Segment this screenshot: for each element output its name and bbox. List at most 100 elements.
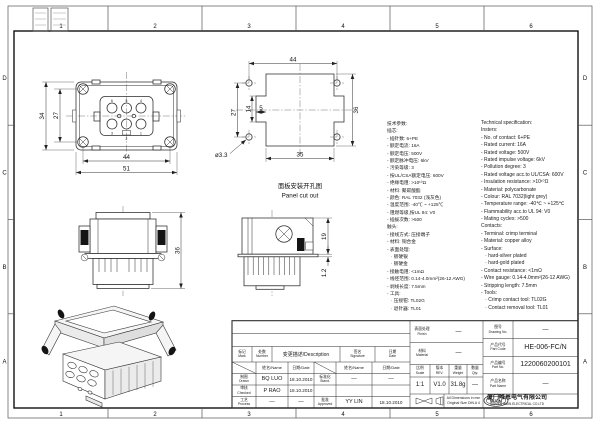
tb-stand-date: — [388, 376, 394, 383]
tb-part-name-label: 产品名称 Part Name [489, 379, 507, 388]
tb-sub-date2: 日期/Date [382, 364, 400, 370]
title-block: 标记 Mark 处数 Number 变更描述/Description 签名 Si… [232, 321, 578, 408]
svg-text:5: 5 [435, 412, 439, 418]
spec-line: - Surface: [481, 245, 503, 252]
spec-line: - Mating cycles: >500 [481, 216, 529, 223]
tb-header-number: 处数 Number [255, 349, 269, 359]
tb-sub-date: 日期/Date [292, 364, 310, 370]
spec-line: - Wire gauge: 0.14-4.0mm²(26-12 AWG) [481, 275, 570, 282]
tb-qty-label: 数量 Qty. [471, 366, 479, 375]
company-name-en: XIAMEN WAIN ELECTRICAL CO.LTD [489, 401, 545, 406]
svg-text:4: 4 [341, 412, 345, 418]
spec-line: - Terminal: crimp terminal [481, 230, 538, 237]
spec-line: - 材料: 铜合金 [387, 239, 416, 245]
tb-part-code-label: 产品代号 Part Code [490, 343, 506, 352]
tb-scale-value: 1:1 [415, 382, 425, 389]
svg-text:A: A [2, 360, 6, 366]
dim-face-h-outer: 34 [39, 112, 46, 119]
spec-line: - 线径范围: 0.14-4.0mm²(26-12 AWG) [387, 276, 465, 282]
tb-header-date: 日期 Date [388, 349, 397, 359]
spec-column-chinese: 技术参数:插芯:- 插针数: 6+PE- 额定电流: 16A- 额定电压: 50… [387, 120, 480, 312]
dim-front-height: 36 [174, 247, 181, 254]
front-view: 36 [78, 206, 185, 296]
dim-face-h-inner: 27 [53, 112, 60, 119]
mounting-screw-icon [77, 83, 176, 148]
tb-checked-name: P RAO [263, 387, 281, 394]
dim-cutout-w-bottom: 35 [297, 151, 304, 158]
tb-drawn-date: 18.10.2010 [289, 376, 313, 382]
spec-line: - 额定电压: 500V [387, 150, 423, 156]
isometric-view [41, 305, 177, 408]
tb-process-name: — [269, 399, 275, 406]
spec-line: - 表面处理: [387, 246, 410, 252]
spec-line: - Stripping length: 7.5mm [481, 282, 537, 289]
spec-line: - Rated voltage acc.to UL/CSA: 600V [481, 171, 564, 178]
spec-line: - Material: copper alloy [481, 238, 532, 245]
tb-part-no-label: 产品编号 Part No. [490, 360, 506, 369]
tb-material-value: — [455, 350, 462, 357]
tb-drawn-name: BQ LUO [261, 376, 283, 383]
dim-cutout-h-half: 14 [245, 105, 252, 112]
tb-process-date: — [298, 399, 304, 406]
tb-qty-value: — [472, 382, 478, 389]
svg-text:B: B [583, 265, 587, 271]
svg-text:D: D [2, 76, 7, 82]
tb-approved-date: 18.10.2010 [379, 399, 403, 405]
spec-line: - 剥线长度: 7.5mm [387, 283, 426, 289]
tb-finish-label: 表面处理 Finish [414, 327, 430, 336]
spec-line: - 按UL/CSA额定电压: 600V [387, 172, 444, 178]
tb-scale-label: 比例 Scale [415, 366, 425, 375]
spec-line: · 退针器: TL01 [387, 305, 422, 311]
dim-side-hood: 19 [321, 233, 328, 240]
spec-line: · 镀硬银 [387, 254, 408, 260]
spec-line: - 接触电阻: <1mΩ [387, 268, 424, 274]
svg-text:WAIN: WAIN [490, 398, 503, 403]
tb-rev-value: V1.0 [433, 382, 446, 389]
svg-text:2: 2 [153, 24, 157, 30]
svg-text:2: 2 [126, 137, 128, 141]
spec-column-english: Technical specification:Insters:- No. of… [481, 120, 579, 312]
spec-line: · Crimp contact tool: TL02G [481, 297, 547, 304]
spec-line: - Contact resistance: <1mΩ [481, 267, 542, 274]
svg-text:3: 3 [247, 412, 251, 418]
tb-sub-name: 姓名/Name [262, 364, 282, 370]
tb-part-no-value: 1220060200101 [520, 361, 571, 369]
svg-text:1: 1 [140, 132, 142, 136]
spec-line: · Contact removal tool: TL01 [481, 304, 549, 311]
spec-line: Technical specification: [481, 120, 533, 126]
face-view: 6 5 4 3 2 1 34 27 44 51 [39, 72, 187, 175]
dim-cutout-step: 5 [259, 105, 263, 112]
tb-weight-label: 重量 Weight [452, 366, 464, 375]
spec-line: · 镀硬金 [387, 261, 408, 267]
tb-drawing-no-label: 图号 Drawing No. [488, 325, 508, 334]
spec-line: Contacts: [481, 223, 503, 230]
contact-socket-icon [106, 102, 147, 130]
tb-company: WAIN 厦门唯恩电气有限公司 XIAMEN WAIN ELECTRICAL C… [483, 394, 582, 408]
svg-text:6: 6 [111, 99, 113, 103]
spec-line: - Rated impulse voltage: 6kV [481, 156, 545, 163]
spec-line: - 接线方式: 压接端子 [387, 231, 430, 237]
spec-line: - 额定电流: 16A [387, 143, 420, 149]
svg-text:B: B [2, 265, 6, 271]
spec-line: - Rated current: 16A [481, 142, 527, 149]
tb-rev-label: 版本 REV. [435, 366, 444, 375]
spec-line: - Rated voltage: 500V [481, 149, 530, 156]
svg-text:5: 5 [126, 99, 128, 103]
svg-text:1: 1 [59, 24, 63, 30]
cutout-caption-en: Panel cut out [282, 193, 319, 200]
svg-text:1: 1 [59, 412, 63, 418]
frame-row-labels: DC BA DC BA [2, 76, 588, 366]
svg-text:6: 6 [529, 24, 533, 30]
wain-logo-icon: WAIN [483, 394, 509, 407]
spec-line: - Tools: [481, 289, 498, 296]
dim-cutout-h-holes: 27 [230, 109, 237, 116]
tb-material-label: 材料 Material [415, 349, 429, 358]
svg-text:6: 6 [529, 412, 533, 418]
tb-approved-name: YY LIN [345, 399, 363, 406]
spec-line: 插芯: [387, 128, 398, 134]
svg-text:2: 2 [153, 412, 157, 418]
dim-face-w-outer: 51 [123, 165, 130, 172]
spec-line: - Flammability acc.to UL 94: V0 [481, 208, 551, 215]
